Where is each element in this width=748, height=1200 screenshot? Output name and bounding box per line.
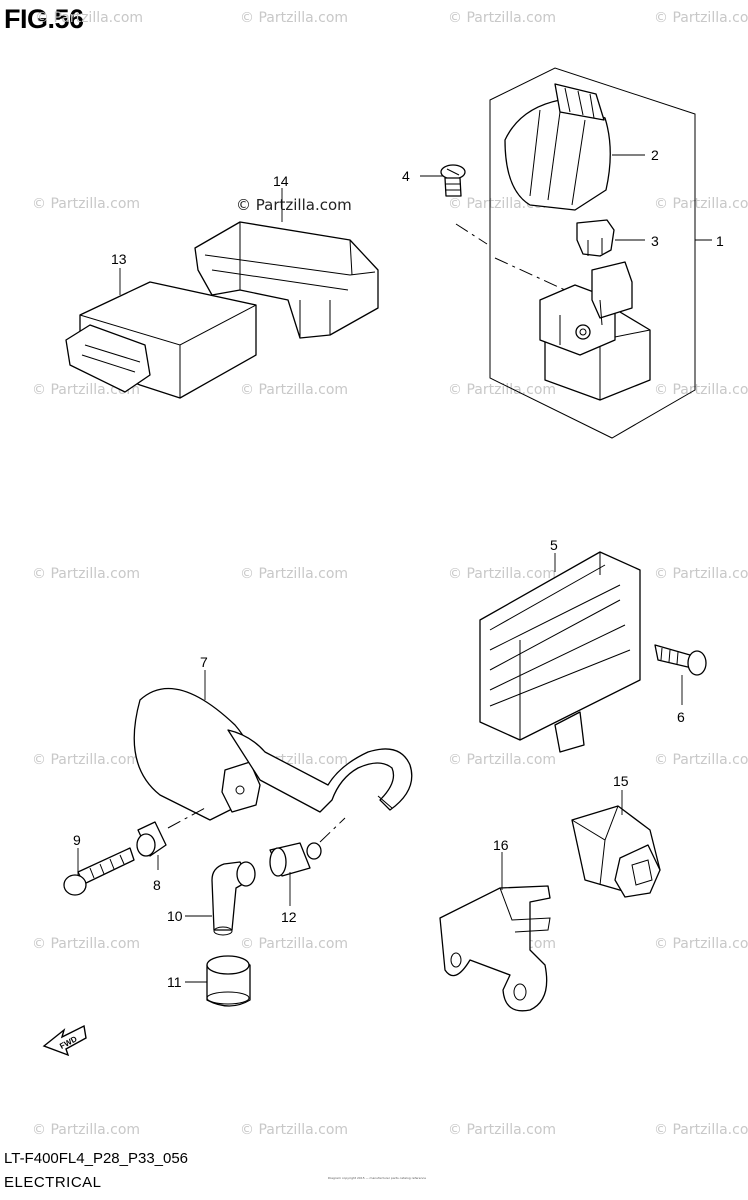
callout-9: 9	[73, 832, 81, 848]
part-4-screw[interactable]	[440, 164, 466, 197]
callout-6: 6	[677, 709, 685, 725]
watermark: © Partzilla.com	[654, 196, 748, 212]
watermark: © Partzilla.com	[32, 936, 141, 952]
watermark: © Partzilla.com	[448, 752, 557, 768]
part-6-bolt[interactable]	[654, 644, 707, 676]
watermark-highlight: © Partzilla.com	[236, 196, 352, 214]
watermark: © Partzilla.com	[654, 382, 748, 398]
section-title: ELECTRICAL	[4, 1174, 102, 1191]
watermark: © Partzilla.com	[654, 566, 748, 582]
part-2-relay-cap[interactable]	[504, 83, 611, 211]
callout-7: 7	[200, 654, 208, 670]
starter-relay-assembly-frame	[489, 67, 696, 439]
watermark: © Partzilla.com	[32, 196, 141, 212]
callout-11: 11	[167, 974, 182, 990]
part-11-rubber-cap[interactable]	[206, 955, 251, 1007]
watermark: © Partzilla.com	[448, 1122, 557, 1138]
watermark: © Partzilla.com	[240, 382, 349, 398]
watermark: © Partzilla.com	[32, 566, 141, 582]
diagram-code: LT-F400FL4_P28_P33_056	[4, 1150, 189, 1167]
part-16-bracket[interactable]	[439, 885, 551, 1012]
part-9-bolt[interactable]	[63, 847, 135, 896]
callout-8: 8	[153, 877, 161, 893]
part-13-ecm[interactable]	[65, 281, 257, 399]
fwd-arrow-icon: FWD	[42, 1024, 87, 1057]
callout-5: 5	[550, 537, 558, 553]
callout-1: 1	[716, 233, 724, 249]
watermark: © Partzilla.com	[654, 752, 748, 768]
callout-12: 12	[281, 909, 297, 925]
part-12-cap[interactable]	[269, 842, 322, 877]
copyright-fine-print: Diagram copyright 2015 — manufacturer pa…	[328, 1176, 426, 1180]
watermark: © Partzilla.com	[35, 10, 144, 26]
watermark: © Partzilla.com	[240, 10, 349, 26]
watermark: © Partzilla.com	[448, 382, 557, 398]
watermark: © Partzilla.com	[654, 10, 748, 26]
watermark: © Partzilla.com	[240, 566, 349, 582]
callout-13: 13	[111, 251, 127, 267]
callout-4: 4	[402, 168, 410, 184]
callout-15: 15	[613, 773, 629, 789]
watermark: © Partzilla.com	[32, 1122, 141, 1138]
part-8-spacer[interactable]	[136, 821, 167, 857]
callout-16: 16	[493, 837, 509, 853]
part-1-starter-relay[interactable]	[539, 261, 651, 401]
part-5-regulator-rectifier[interactable]	[479, 551, 641, 753]
figure-title: FIG.56	[4, 4, 84, 34]
watermark: © Partzilla.com	[32, 752, 141, 768]
callout-14: 14	[273, 173, 289, 189]
callout-10: 10	[167, 908, 183, 924]
watermark: © Partzilla.com	[448, 566, 557, 582]
callout-3: 3	[651, 233, 659, 249]
watermark: © Partzilla.com	[654, 1122, 748, 1138]
part-10-spark-plug-cap[interactable]	[211, 861, 256, 936]
part-3-fuse[interactable]	[576, 219, 615, 257]
part-7-ignition-coil[interactable]	[133, 687, 413, 821]
watermark: © Partzilla.com	[654, 936, 748, 952]
callout-2: 2	[651, 147, 659, 163]
part-14-ecm-cover[interactable]	[194, 221, 379, 339]
watermark: © Partzilla.com	[240, 1122, 349, 1138]
watermark: © Partzilla.com	[448, 10, 557, 26]
part-15-connector[interactable]	[571, 805, 661, 898]
watermark: © Partzilla.com	[240, 936, 349, 952]
